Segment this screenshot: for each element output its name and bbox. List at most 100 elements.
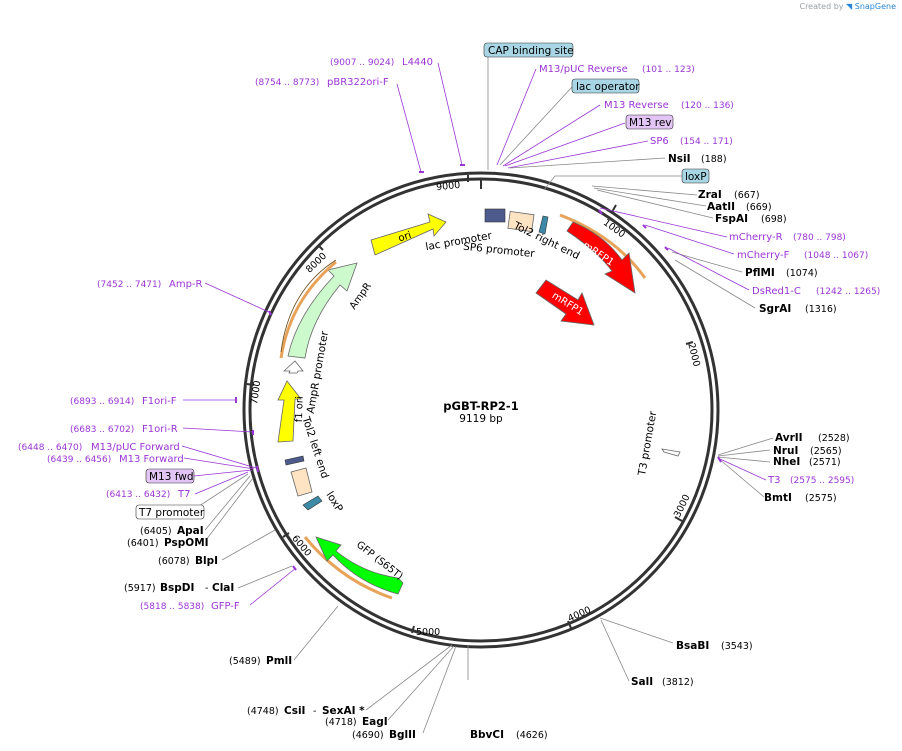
enzyme-pos-nsii: (188) <box>701 154 727 165</box>
backbone-outer <box>242 171 720 649</box>
snapgene-credit: Created by ◥ SnapGene <box>799 2 896 11</box>
enzyme-name-sali: SalI <box>631 676 653 688</box>
credit-prefix: Created by <box>799 2 844 11</box>
primer-name-m13-rev: M13 Reverse <box>604 100 669 111</box>
primer-pos-f1ori-r: (6683 .. 6702) <box>70 425 134 435</box>
ori-label: ori <box>397 230 413 244</box>
tick-9000: 9000 <box>436 180 461 193</box>
ampr-orf-arc <box>279 260 337 359</box>
enzyme-pos-sali: (3812) <box>662 677 694 688</box>
enzyme-name-eagi: EagI <box>362 716 388 728</box>
primer-name-m13puc-rev: M13/pUC Reverse <box>539 64 628 75</box>
enzyme-name-nhei: NheI <box>773 456 800 468</box>
primer-name-sp6: SP6 <box>650 136 669 147</box>
primer-pos-m13-fwd: (6439 .. 6456) <box>47 455 111 465</box>
cap-box <box>483 42 574 58</box>
primer-name-gfp-f: GFP-F <box>211 601 240 612</box>
lac-operator-box <box>571 78 640 94</box>
enzyme-pos-bglii: (4690) <box>352 730 384 741</box>
loxp-inner-label: loxP <box>323 490 345 515</box>
t3-promoter-arrow <box>661 448 681 457</box>
primer-name-t3: T3 <box>767 475 780 486</box>
gfp-arrow <box>315 536 404 595</box>
enzyme-pos-eagi: (4718) <box>325 717 357 728</box>
tol2-left-box <box>290 467 313 497</box>
f1-ori-arrow <box>277 380 302 443</box>
enzyme-name-nrui: NruI <box>773 445 798 457</box>
tick-2000: 2000 <box>685 342 702 368</box>
primer-pos-t7: (6413 .. 6432) <box>106 490 170 500</box>
tick-marks <box>246 175 694 634</box>
primer-pos-dsred1: (1242 .. 1265) <box>816 287 880 297</box>
lac-cluster-left <box>284 455 305 466</box>
primer-pos-t3: (2575 .. 2595) <box>790 476 854 486</box>
enzyme-name-blpi: BlpI <box>195 555 218 567</box>
m13-rev-box <box>625 114 674 130</box>
enzyme-name-bbvci: BbvCI <box>470 729 504 741</box>
ori-arrow <box>370 213 447 256</box>
loxp-box <box>681 168 710 184</box>
primer-name-dsred1: DsRed1-C <box>752 286 801 297</box>
primer-pos-sp6: (154 .. 171) <box>680 137 733 147</box>
sp6-promoter-label: SP6 promoter <box>463 241 536 261</box>
mrfp1-arrow-b <box>535 279 595 326</box>
primer-site-marks <box>235 164 722 571</box>
t3-promoter-label: T3 promoter <box>636 410 659 478</box>
m13-fwd-label: M13 fwd <box>149 471 194 483</box>
primer-pos-f1ori-f: (6893 .. 6914) <box>70 397 134 407</box>
enzyme-pos-pflmi: (1074) <box>786 268 818 279</box>
enzyme-name-avrii: AvrII <box>775 432 803 444</box>
enzyme-pos-fspai: (698) <box>761 214 787 225</box>
ampr-promoter-arrow <box>282 360 304 374</box>
enzyme-name-aatii: AatII <box>707 201 735 213</box>
enzyme-sep-bspdi: - <box>205 583 208 594</box>
enzyme-name-bspdi: BspDI <box>160 582 194 594</box>
lac-cluster-top <box>484 208 506 223</box>
enzyme-pos-avrii: (2528) <box>818 433 850 444</box>
loxp-right <box>538 215 549 235</box>
primer-pos-m13-rev: (120 .. 136) <box>681 101 734 111</box>
enzyme-pos-apai: (6405) <box>140 526 172 537</box>
primer-labels: (9007 .. 9024) L4440 (8754 .. 8773) pBR3… <box>18 57 880 612</box>
primer-pos-mcherry-r: (780 .. 798) <box>793 233 846 243</box>
ori-orf-arc <box>280 259 337 353</box>
primer-pos-gfp-f: (5818 .. 5838) <box>140 602 204 612</box>
enzyme-name-bglii: BglII <box>389 729 416 741</box>
primer-name-m13-fwd: M13 Forward <box>119 454 184 465</box>
primer-name-f1ori-r: F1ori-R <box>142 424 178 435</box>
tick-7000: 7000 <box>249 380 263 405</box>
enzyme-pos-bbvci: (4626) <box>516 730 548 741</box>
primer-name-amp-r: Amp-R <box>169 279 203 290</box>
plasmid-name: pGBT-RP2-1 <box>443 399 518 413</box>
plasmid-size: 9119 bp <box>459 413 503 425</box>
enzyme-name-pspomi: PspOMI <box>164 537 209 549</box>
enzyme-name-nsii: NsiI <box>668 153 691 165</box>
enzyme-pos-bmti: (2575) <box>805 493 837 504</box>
mrfp1-orf-arc <box>559 213 647 279</box>
snapgene-logo: ◥ SnapGene <box>846 2 896 11</box>
enzyme-pos-blpi: (6078) <box>158 556 190 567</box>
primer-pos-amp-r: (7452 .. 7471) <box>97 280 161 290</box>
enzyme-name-clai: ClaI <box>212 582 234 594</box>
primer-name-t7: T7 <box>177 489 190 500</box>
enzyme-name-csii: CsiI <box>284 705 305 717</box>
primer-pos-pbr322: (8754 .. 8773) <box>255 78 319 88</box>
cap-label: CAP binding site <box>488 45 574 57</box>
enzyme-pos-nhei: (2571) <box>809 457 841 468</box>
primer-name-pbr322: pBR322ori-F <box>327 77 389 88</box>
primer-pos-m13puc-fwd: (6448 .. 6470) <box>18 443 82 453</box>
primer-name-f1ori-f: F1ori-F <box>142 396 177 407</box>
m13-rev-label: M13 rev <box>629 117 672 129</box>
loxp-left <box>302 495 323 511</box>
enzyme-pos-bspdi: (5917) <box>124 583 156 594</box>
enzyme-pos-aatii: (669) <box>746 202 772 213</box>
enzyme-name-pmli: PmlI <box>266 655 292 667</box>
enzyme-name-sexai: SexAI * <box>322 705 365 717</box>
enzyme-sep-csii: - <box>313 706 316 717</box>
tol2-right-box <box>507 210 535 233</box>
enzyme-pos-csii: (4748) <box>247 706 279 717</box>
primer-name-l4440: L4440 <box>402 57 433 68</box>
primer-pos-mcherry-f: (1048 .. 1067) <box>804 251 868 261</box>
enzyme-name-apai: ApaI <box>177 525 204 537</box>
enzyme-labels: NsiI (188) ZraI (667) AatII (669) FspAI … <box>124 153 850 741</box>
